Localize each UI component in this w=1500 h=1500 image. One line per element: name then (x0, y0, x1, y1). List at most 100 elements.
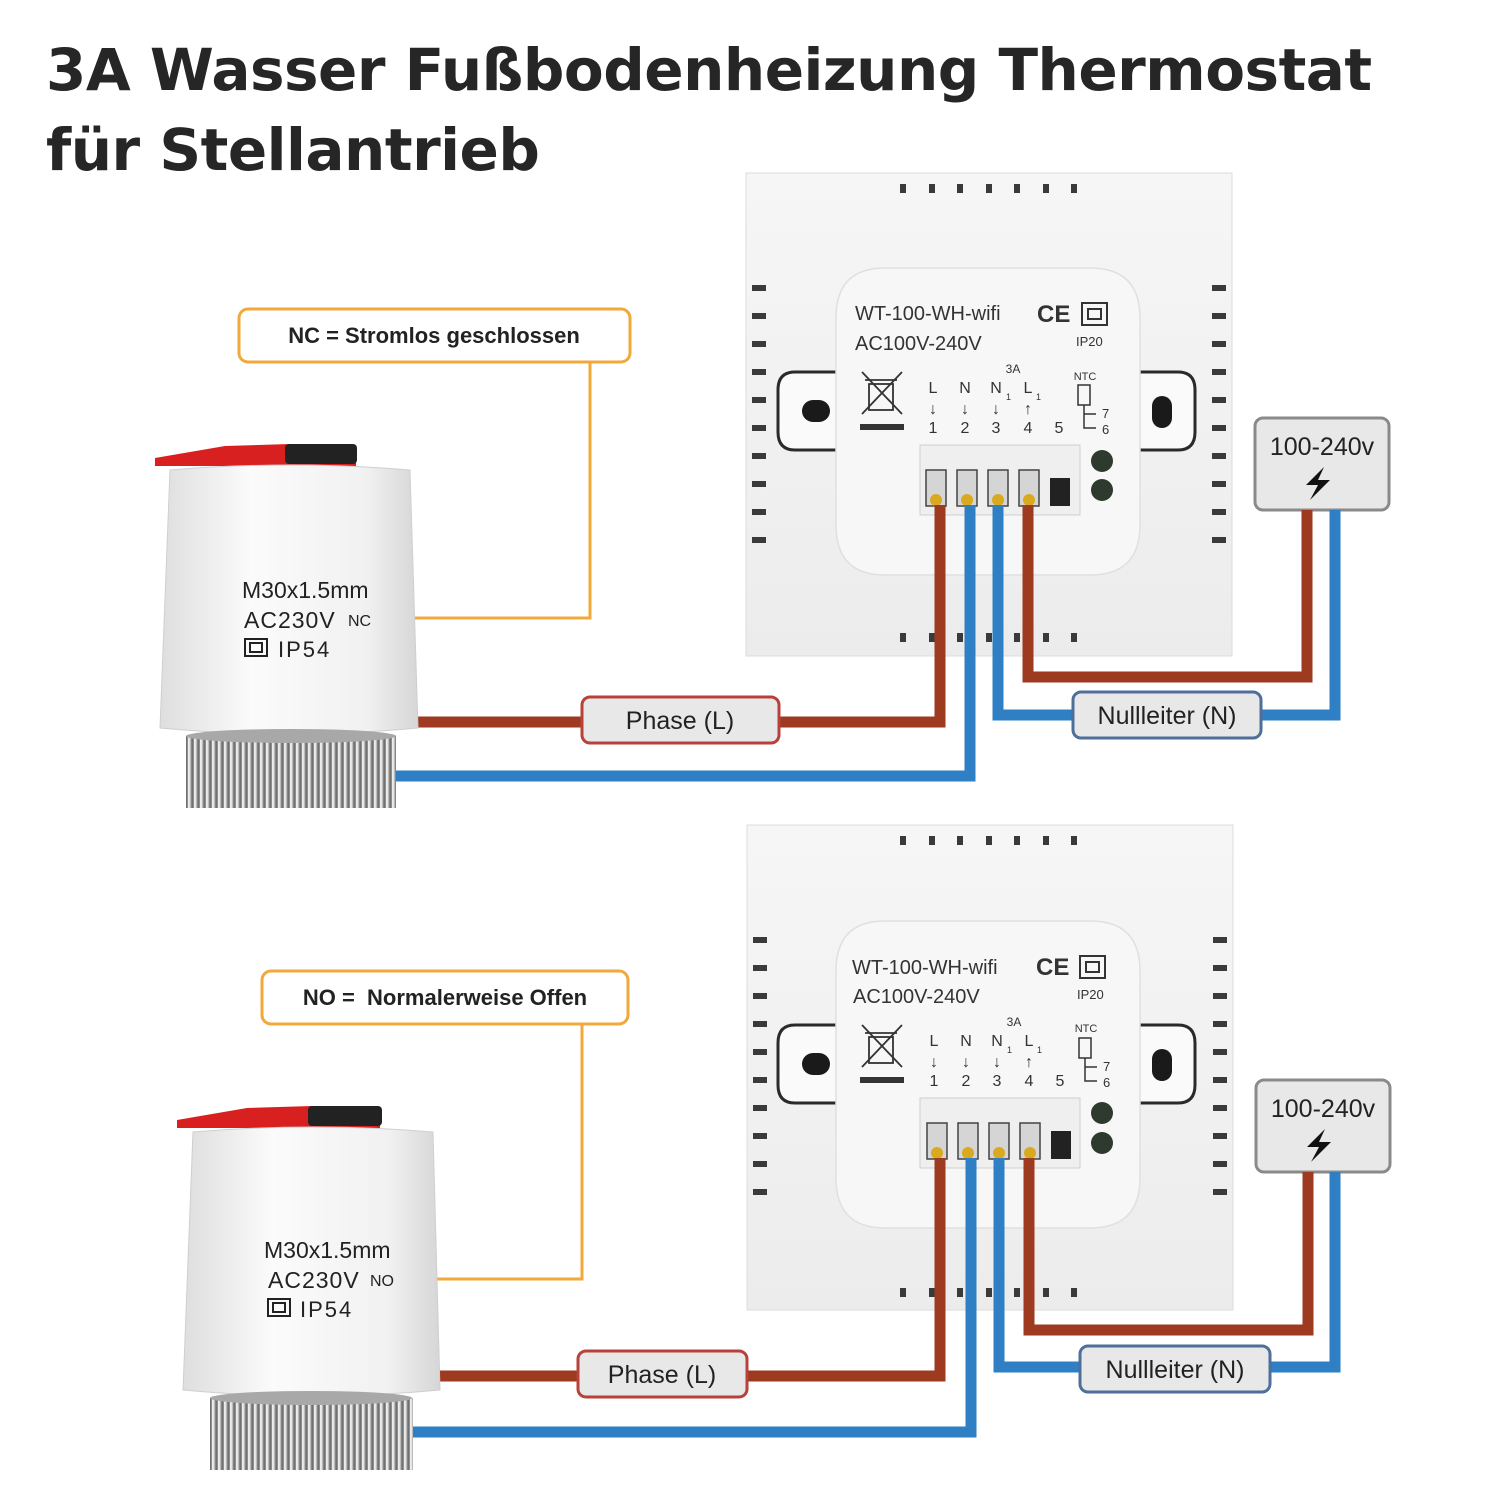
nc-actuator-voltage: AC230V (244, 607, 336, 633)
nc-mount-hole-right (1152, 396, 1172, 428)
nc-phase-label-text: Phase (L) (626, 707, 734, 735)
nc-vent-slots (752, 184, 1226, 642)
nc-terminal-4-sub: 1 (1036, 392, 1041, 402)
no-crossed-bin-icon (860, 1024, 904, 1083)
no-mount-hole-left (802, 1053, 830, 1075)
no-actuator-thread: M30x1.5mm (264, 1237, 391, 1263)
no-terminal-4-number: 4 (1025, 1073, 1034, 1090)
nc-ntc-pin-6: 6 (1102, 422, 1109, 437)
no-mount-hole-right (1152, 1049, 1172, 1081)
nc-voltage: AC100V-240V (855, 333, 982, 355)
nc-power-voltage: 100-240v (1270, 433, 1375, 461)
nc-power-box: 100-240v (1253, 416, 1391, 512)
nc-lightning-bolt-icon (1306, 467, 1330, 500)
no-terminal-1-arrow: ↓ (930, 1054, 938, 1071)
no-ntc-pin-6: 6 (1103, 1075, 1110, 1090)
nc-terminal-3-label: N (990, 380, 1002, 397)
nc-ntc-label: NTC (1074, 371, 1097, 383)
no-phase-label: Phase (L) (576, 1349, 749, 1399)
no-ntc-label: NTC (1075, 1023, 1098, 1035)
nc-phase-label: Phase (L) (580, 695, 781, 745)
no-current: 3A (1007, 1015, 1022, 1029)
no-vent-slots (753, 836, 1227, 1297)
no-terminal-3-arrow: ↓ (993, 1054, 1001, 1071)
no-ce-mark-icon: CE (1036, 954, 1069, 981)
nc-terminal-3-arrow: ↓ (992, 401, 1000, 418)
nc-callout-text: NC = Stromlos geschlossen (288, 323, 580, 348)
no-ntc-pin-7: 7 (1103, 1059, 1110, 1074)
page-title: 3A Wasser Fußbodenheizung Thermostat für… (46, 30, 1372, 190)
no-callout-text: NO = Normalerweise Offen (303, 985, 587, 1010)
nc-crossed-bin-icon (860, 371, 904, 430)
no-terminal-1-label: L (930, 1033, 939, 1050)
no-double-square-icon (1079, 955, 1106, 979)
nc-actuator-double-square-icon (244, 638, 268, 657)
no-lightning-bolt-icon (1307, 1129, 1331, 1162)
page-title-line-1: 3A Wasser Fußbodenheizung Thermostat (46, 36, 1372, 104)
nc-actuator-thread: M30x1.5mm (242, 577, 369, 603)
no-phase-wire-supply (1023, 1158, 1314, 1336)
nc-terminal-3-sub: 1 (1006, 392, 1011, 402)
nc-mount-hole-left (802, 400, 830, 422)
no-terminal-3-number: 3 (993, 1073, 1002, 1090)
no-terminal-2-arrow: ↓ (962, 1054, 970, 1071)
no-actuator-voltage: AC230V (268, 1267, 360, 1293)
nc-actuator: M30x1.5mm AC230V NC IP54 (155, 444, 419, 808)
no-model: WT-100-WH-wifi (852, 957, 998, 979)
nc-terminal-2-arrow: ↓ (961, 401, 969, 418)
no-terminal-block (919, 1097, 1113, 1169)
no-terminal-2-label: N (960, 1033, 972, 1050)
no-callout: NO = Normalerweise Offen (260, 969, 630, 1281)
nc-terminal-4-arrow: ↑ (1024, 401, 1032, 418)
nc-double-square-icon (1081, 302, 1108, 326)
nc-neutral-wire-actuator (390, 505, 976, 782)
no-actuator-nut (210, 1398, 413, 1470)
no-terminal-labels: L ↓ 1 N ↓ 2 N 1 ↓ 3 L 1 ↑ 4 5 (930, 1033, 1065, 1090)
no-power-box: 100-240v (1254, 1078, 1392, 1174)
no-ntc-symbol: 7 6 (1078, 1037, 1110, 1090)
no-thermostat: WT-100-WH-wifi AC100V-240V CE IP20 3A NT… (746, 824, 1234, 1311)
nc-terminal-1-number: 1 (929, 420, 938, 437)
nc-terminal-1-arrow: ↓ (929, 401, 937, 418)
nc-neutral-label-text: Nullleiter (N) (1098, 702, 1237, 730)
nc-terminal-4-label: L (1024, 380, 1033, 397)
no-phase-label-text: Phase (L) (608, 1361, 716, 1389)
nc-terminal-2-label: N (959, 380, 971, 397)
nc-terminal-5-number: 5 (1055, 420, 1064, 437)
no-power-voltage: 100-240v (1271, 1095, 1376, 1123)
no-voltage: AC100V-240V (853, 986, 980, 1008)
no-callout-leader (410, 1024, 584, 1281)
no-terminal-4-label: L (1025, 1033, 1034, 1050)
nc-ntc-symbol: 7 6 (1077, 384, 1109, 437)
no-terminal-5-number: 5 (1056, 1073, 1065, 1090)
diagram-no: NO = Normalerweise Offen WT-100-WH-wifi … (177, 824, 1392, 1470)
nc-actuator-mode: NC (348, 613, 371, 630)
nc-current: 3A (1006, 362, 1021, 376)
no-terminal-1-number: 1 (930, 1073, 939, 1090)
no-terminal-4-arrow: ↑ (1025, 1054, 1033, 1071)
nc-terminal-4-number: 4 (1024, 420, 1033, 437)
nc-neutral-label: Nullleiter (N) (1071, 690, 1263, 740)
nc-terminal-3-number: 3 (992, 420, 1001, 437)
nc-callout-leader (390, 362, 592, 620)
nc-phase-wire-supply (1022, 505, 1313, 683)
nc-actuator-nut (186, 736, 396, 808)
nc-terminal-1-label: L (929, 380, 938, 397)
no-terminal-3-label: N (991, 1033, 1003, 1050)
no-terminal-3-sub: 1 (1007, 1045, 1012, 1055)
nc-thermostat: WT-100-WH-wifi AC100V-240V CE IP20 3A NT… (745, 172, 1233, 657)
no-terminal-4-sub: 1 (1037, 1045, 1042, 1055)
nc-ip-rating: IP20 (1076, 334, 1103, 349)
nc-callout: NC = Stromlos geschlossen (237, 307, 632, 620)
nc-ntc-pin-7: 7 (1102, 406, 1109, 421)
no-neutral-label: Nullleiter (N) (1078, 1344, 1272, 1394)
nc-ce-mark-icon: CE (1037, 301, 1070, 328)
no-actuator: M30x1.5mm AC230V NO IP54 (177, 1106, 441, 1470)
diagram-nc: NC = Stromlos geschlossen WT-100-WH-wifi… (155, 172, 1391, 808)
no-ip-rating: IP20 (1077, 987, 1104, 1002)
no-actuator-double-square-icon (267, 1298, 291, 1317)
nc-terminal-2-number: 2 (961, 420, 970, 437)
no-actuator-rating: IP54 (300, 1297, 353, 1322)
no-actuator-mode: NO (370, 1273, 394, 1290)
